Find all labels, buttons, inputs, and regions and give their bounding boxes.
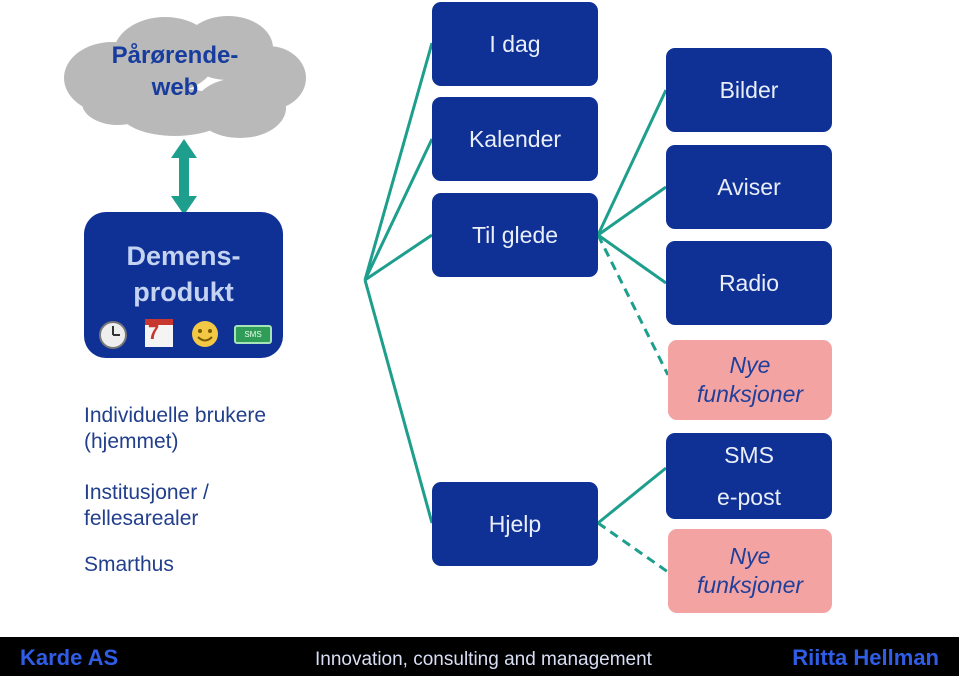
sms-icon: SMS (234, 325, 272, 344)
sms-icon-label: SMS (244, 330, 262, 339)
menu-today: I dag (432, 2, 598, 86)
footer-author: Riitta Hellman (792, 645, 939, 670)
footer-bar: Karde AS Innovation, consulting and mana… (0, 637, 959, 676)
menu-joy: Til glede (432, 193, 598, 277)
calendar-number: 7 (148, 322, 160, 344)
smiley-icon (190, 319, 220, 354)
users-individual: Individuelle brukere (hjemmet) (84, 404, 267, 453)
joy-newspapers: Aviser (666, 145, 832, 229)
menu-calendar: Kalender (432, 97, 598, 181)
help-new-functions: Nye funksjoner (668, 529, 832, 613)
joy-new-functions: Nye funksjoner (668, 340, 832, 420)
joy-pictures: Bilder (666, 48, 832, 132)
help-sms: SMS (724, 442, 774, 468)
footer-tagline: Innovation, consulting and management (315, 649, 652, 670)
menu-help: Hjelp (432, 482, 598, 566)
dementia-product-box: Demens- produkt 7 SMS (84, 212, 283, 358)
joy-radio: Radio (666, 241, 832, 325)
double-arrow-icon (171, 139, 197, 215)
cloud-shape (64, 16, 306, 138)
users-smart-house: Smarthus (84, 553, 174, 576)
product-title: Demens- produkt (126, 241, 241, 307)
clock-icon (98, 320, 128, 355)
calendar-icon: 7 (145, 319, 173, 347)
help-sms-email: SMS e-post (666, 433, 832, 519)
help-email: e-post (717, 484, 781, 510)
footer-company: Karde AS (20, 645, 119, 670)
users-institutions: Institusjoner / fellesarealer (84, 481, 209, 530)
cloud-label: Pårørende- web (111, 42, 239, 101)
